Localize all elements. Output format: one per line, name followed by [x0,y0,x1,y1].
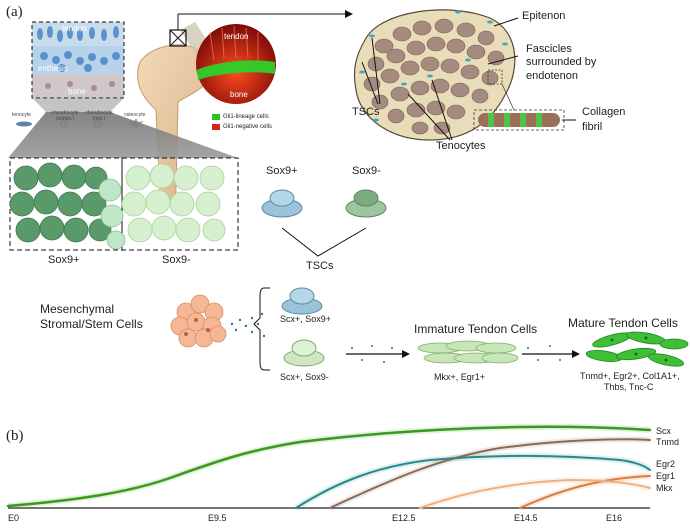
tick-e16: E16 [606,513,623,523]
inset-bone-label: bone [68,87,86,96]
collagen-label-2: fibril [582,121,603,133]
collagen-label-1: Collagen [582,106,626,118]
panel-a-letter: (a) [6,4,23,20]
series-label-mkx: Mkx [656,483,673,493]
mature-markers-label-1: Tnmd+, Egr2+, Col1A1+, [580,371,680,381]
fluorescence-image [196,24,276,130]
legend-gli1-negative: Gli1-negative cells [223,124,273,130]
msc-label-1: Mesenchymal [40,302,115,316]
inset-tendon-label: tendon [62,24,87,33]
tick-e9-5: E9.5 [208,513,227,523]
fluor-bone-label: bone [230,90,248,99]
msc-cluster [170,294,227,348]
arrow-2 [522,345,580,361]
fluor-tendon-label: tendon [224,32,249,41]
fascicles-label-3: endotenon [526,70,578,82]
curve-scx [6,425,652,508]
zoom-box [169,10,353,47]
immature-markers-label: Mkx+, Egr1+ [434,372,486,382]
zoom-fan [8,112,238,158]
msc-label-2: Stromal/Stem Cells [40,317,143,331]
scx-cells [281,287,325,367]
leader-lines [361,17,576,141]
tick-e12-5: E12.5 [392,513,416,523]
curve-egr1 [519,475,651,509]
tscs-label: TSCs [352,106,380,118]
series-label-tnmd: Tnmd [656,437,680,447]
tsc-sox9-neg-label: Sox9- [352,165,381,177]
immature-tendon-label: Immature Tendon Cells [414,322,538,336]
tick-e0: E0 [8,513,20,523]
expression-curves [6,423,652,511]
arrow-1 [346,345,410,363]
cluster-sox9-pos-label: Sox9+ [48,254,80,266]
tenocytes-label: Tenocytes [436,140,486,152]
curve-egr2 [295,454,651,509]
mature-markers-label-2: Thbs, Tnc-C [604,382,654,392]
cell-type-tenocyte: tenocyte [12,112,31,118]
fascicles-label-1: Fascicles [526,43,572,55]
inset-enthesis-label: enthesis [38,64,68,73]
tsc-sox9-pos-label: Sox9+ [266,165,298,177]
mature-cells [585,331,689,367]
sox9-cluster-boxes [9,157,239,251]
epitenon-label: Epitenon [522,10,566,22]
cluster-sox9-neg-label: Sox9- [162,254,191,266]
curve-tnmd [329,438,651,509]
scx-sox9-neg-label: Scx+, Sox9- [280,372,329,382]
cell-type-chondro-min: chondrocyte (min.) [85,110,113,122]
tendon-cross-section [353,9,516,141]
scx-sox9-pos-label: Scx+, Sox9+ [280,314,332,324]
curve-mkx [419,478,651,509]
tsc-group-label: TSCs [306,260,334,272]
tsc-types [261,189,387,257]
series-label-scx: Scx [656,426,672,436]
series-label-egr2: Egr2 [656,459,676,469]
fascicles-label-2: surrounded by [526,56,597,68]
lineage-brace [253,287,270,371]
cell-type-osteocyte: osteocyte [124,112,146,118]
panel-b-letter: (b) [6,428,24,444]
immature-cells [417,340,519,364]
tick-e14-5: E14.5 [514,513,538,523]
legend-gli1-lineage: Gli1-lineage cells [223,114,269,120]
cell-type-chondro-unmin: chondrocyte (unmin.) [51,110,79,122]
mature-tendon-label: Mature Tendon Cells [568,316,678,330]
series-label-egr1: Egr1 [656,471,676,481]
enthesis-inset [31,21,125,112]
signal-dots-1 [230,312,266,338]
